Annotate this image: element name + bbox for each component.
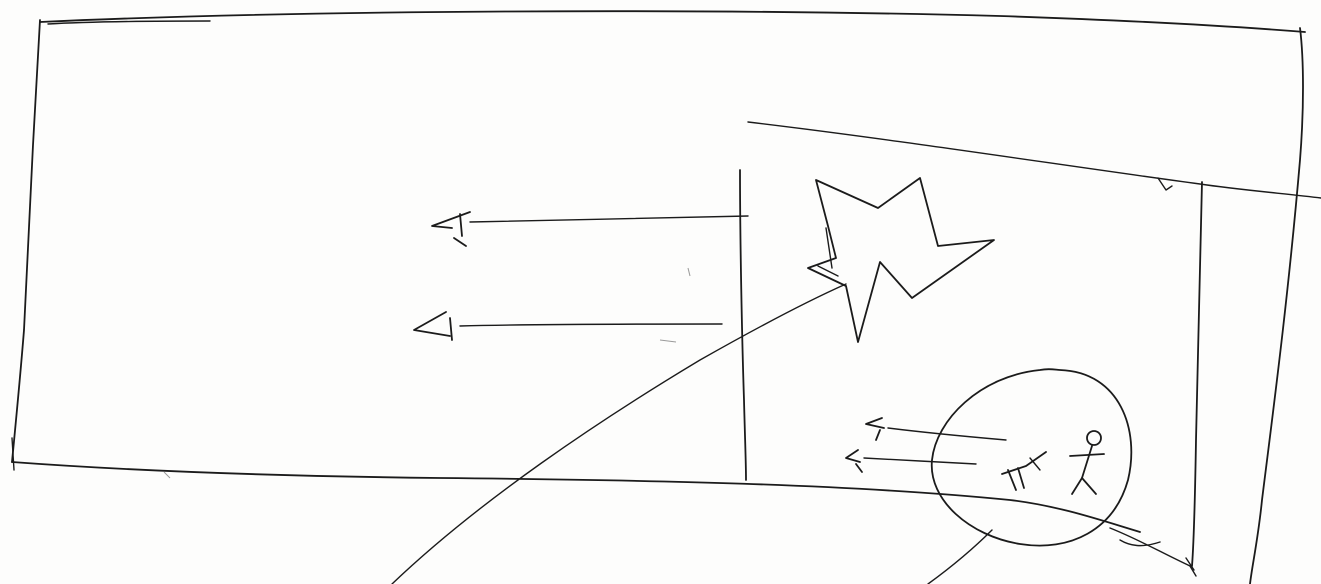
paper-marks	[164, 268, 690, 478]
arrow-left-icon-lower	[414, 312, 722, 340]
arrow-left-icon-upper	[432, 212, 748, 246]
outer-frame	[12, 11, 1305, 584]
inner-frame	[740, 122, 1321, 576]
stick-figure-icon-person	[1070, 431, 1104, 494]
explosion-icon	[808, 178, 994, 342]
arrow-left-icon-small-upper	[866, 418, 1006, 440]
circle-tail-line	[928, 530, 992, 584]
explosion-trajectory-line	[392, 284, 846, 584]
highlight-circle	[932, 369, 1160, 546]
stick-figure-icon-runner	[1002, 452, 1046, 490]
arrow-left-icon-small-lower	[846, 450, 976, 472]
